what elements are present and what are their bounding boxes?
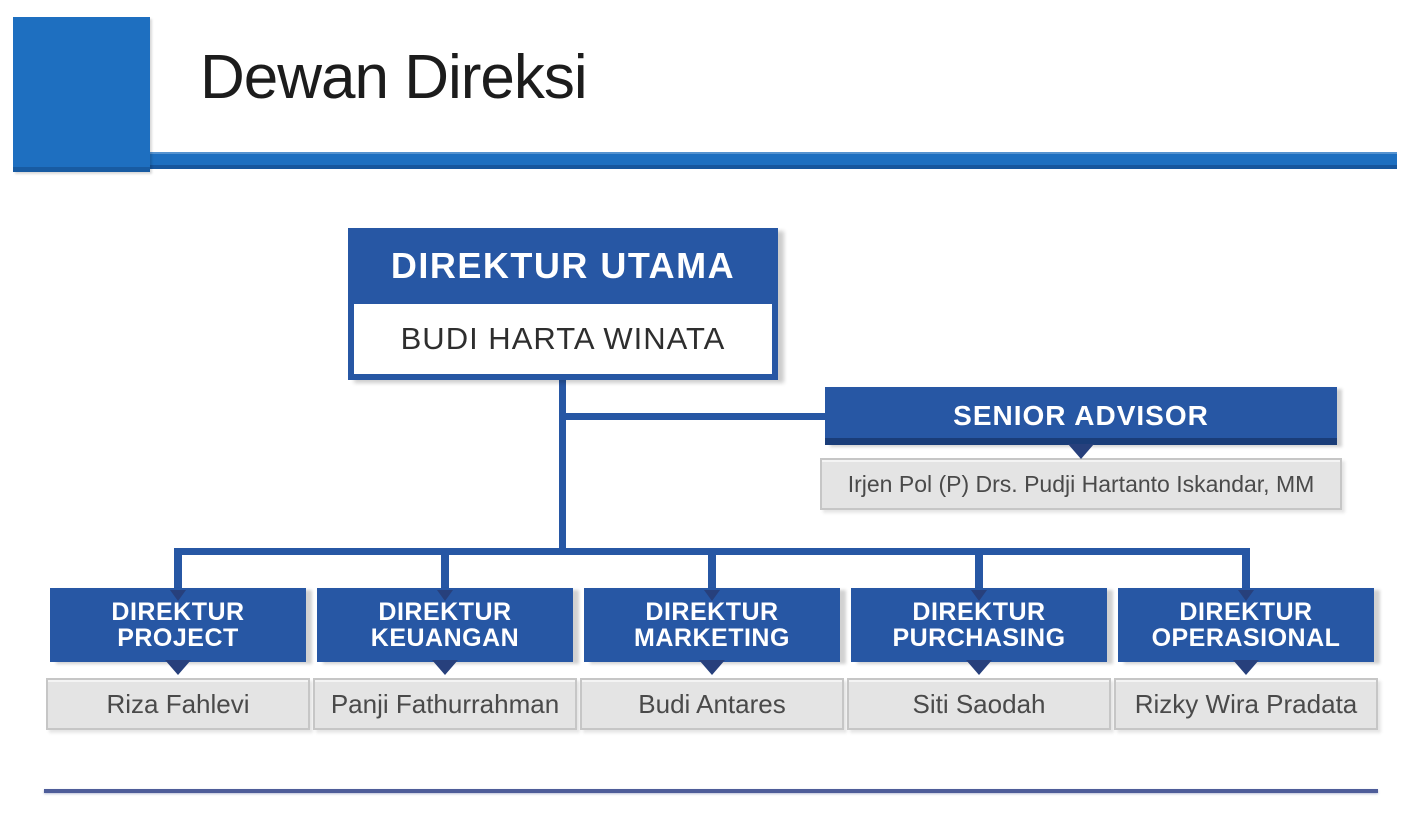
arrow-down-icon: [1233, 660, 1259, 675]
org-node-title-line1: DIREKTUR: [912, 598, 1046, 626]
org-node-person-name: Budi Antares: [580, 678, 844, 730]
connector-stub: [975, 548, 983, 592]
org-node-title-line1: DIREKTUR: [378, 598, 512, 626]
org-node-title-line1: DIREKTUR: [1179, 598, 1313, 626]
arrow-down-icon: [704, 590, 720, 601]
connector-root-vertical: [559, 376, 566, 553]
arrow-down-icon: [432, 660, 458, 675]
footer-separator-line: [44, 789, 1378, 793]
org-node-direktur-project: DIREKTUR PROJECT Riza Fahlevi: [46, 548, 310, 732]
org-node-person-name: Irjen Pol (P) Drs. Pudji Hartanto Iskand…: [820, 458, 1342, 510]
org-node-person-name: Siti Saodah: [847, 678, 1111, 730]
arrow-down-icon: [971, 590, 987, 601]
org-node-person-name: Panji Fathurrahman: [313, 678, 577, 730]
org-node-title: DIREKTUR KEUANGAN: [317, 588, 573, 662]
connector-stub: [1242, 548, 1250, 592]
org-node-person-name: Riza Fahlevi: [46, 678, 310, 730]
connector-stub: [441, 548, 449, 592]
header-accent-square: [13, 17, 150, 172]
org-node-title-line1: DIREKTUR: [645, 598, 779, 626]
connector-stub: [708, 548, 716, 592]
arrow-down-icon: [165, 660, 191, 675]
org-node-direktur-keuangan: DIREKTUR KEUANGAN Panji Fathurrahman: [313, 548, 577, 732]
header-accent-bar: [148, 152, 1397, 169]
org-node-direktur-marketing: DIREKTUR MARKETING Budi Antares: [580, 548, 844, 732]
org-node-direktur-utama: DIREKTUR UTAMA BUDI HARTA WINATA: [348, 228, 778, 380]
org-node-person-name: Rizky Wira Pradata: [1114, 678, 1378, 730]
arrow-down-icon: [437, 590, 453, 601]
arrow-down-icon: [1238, 590, 1254, 601]
org-node-senior-advisor: SENIOR ADVISOR: [825, 387, 1337, 445]
org-node-title-line2: PROJECT: [117, 624, 239, 652]
org-node-direktur-purchasing: DIREKTUR PURCHASING Siti Saodah: [847, 548, 1111, 732]
org-node-title-line1: DIREKTUR: [111, 598, 245, 626]
page-title: Dewan Direksi: [200, 43, 588, 112]
org-node-title: DIREKTUR UTAMA: [390, 245, 736, 286]
org-node-title: DIREKTUR PROJECT: [50, 588, 306, 662]
arrow-down-icon: [966, 660, 992, 675]
arrow-down-icon: [699, 660, 725, 675]
connector-advisor-branch: [562, 413, 825, 420]
org-node-title-line2: MARKETING: [634, 624, 790, 652]
arrow-down-icon: [170, 590, 186, 601]
org-node-title-line2: KEUANGAN: [370, 624, 520, 652]
arrow-down-icon: [1068, 444, 1094, 459]
connector-stub: [174, 548, 182, 592]
org-node-direktur-operasional: DIREKTUR OPERASIONAL Rizky Wira Pradata: [1114, 548, 1378, 732]
org-node-person-name: BUDI HARTA WINATA: [354, 304, 772, 374]
org-node-title-line2: OPERASIONAL: [1151, 624, 1341, 652]
org-node-title-line2: PURCHASING: [892, 624, 1066, 652]
